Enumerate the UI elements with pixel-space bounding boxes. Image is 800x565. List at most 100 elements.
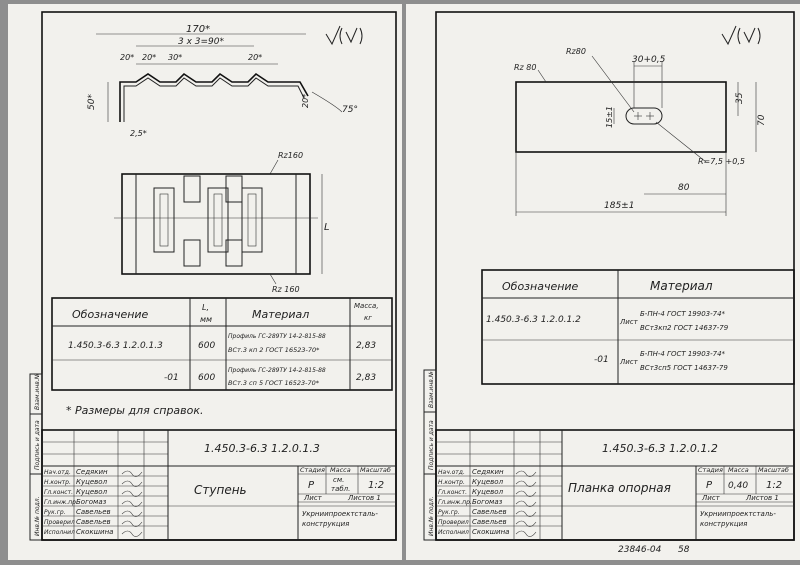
name-r-6: Савельев: [472, 518, 507, 526]
note-reference: * Размеры для справок.: [66, 404, 204, 417]
side-label-inv-r: Инв.№ подл.: [428, 496, 435, 536]
role-r-2: Н.контр.: [438, 479, 465, 486]
dim-35: 35: [735, 92, 745, 104]
role-5: Рук.гр.: [44, 509, 66, 516]
name-7: Скокшина: [76, 528, 113, 536]
roughness-top: Rz160: [278, 151, 303, 160]
role-r-5: Рук.гр.: [438, 509, 460, 516]
roughness-bottom: Rz 160: [272, 285, 300, 294]
stamp-org-2: конструкция: [302, 520, 349, 528]
name-4: Богомаз: [76, 498, 107, 506]
role-r-3: Гл.конст.: [438, 489, 467, 496]
spec-header-mass: Масса,: [354, 302, 379, 310]
name-5: Савельев: [76, 508, 111, 516]
dim-80: 80: [678, 183, 690, 193]
sheet-left-drawing: 170* 3 x 3=90* 20* 20* 30* 20* 50* 20* 7…: [29, 11, 397, 541]
spec-header-l: L,: [202, 303, 209, 312]
role-r-6: Проверил: [438, 519, 469, 526]
plan-view: [114, 173, 318, 275]
spec-row-1-designation: 1.450.3-6.3 1.2.0.1.3: [68, 341, 163, 351]
stamp-scale-r: 1:2: [766, 480, 782, 491]
stamp-title: Ступень: [194, 483, 247, 497]
stamp-code: 1.450.3-6.3 1.2.0.1.3: [204, 442, 320, 455]
spec-r-row-2-mat2: ВСт3сп5 ГОСТ 14637-79: [640, 364, 728, 372]
roughness-slot: Rz80: [566, 47, 586, 56]
side-label-sign-r: Подпись и дата: [428, 420, 435, 470]
sheet-right-drawing: Rz 80 Rz80 30+0,5 35 70 15±1 R=7,5 +0,5 …: [423, 11, 795, 555]
role-1: Нач.отд.: [44, 469, 71, 476]
side-label-replace-r: Взам.инв.№: [428, 371, 435, 408]
signatures-left: [121, 470, 143, 537]
name-3: Куцевол: [76, 488, 108, 496]
spec-header-mass-unit: кг: [364, 314, 372, 322]
spec-row-2-mat2: ВСт.3 сп 5 ГОСТ 16523-70*: [228, 379, 320, 387]
dim-d1: 20*: [120, 53, 134, 62]
spec-header-designation-r: Обозначение: [502, 280, 579, 293]
roughness-plate: Rz 80: [514, 63, 536, 72]
spec-row-1-mat2: ВСт.3 кп 2 ГОСТ 16523-70*: [228, 346, 320, 354]
spec-row-1-l: 600: [198, 341, 215, 351]
dim-thick: 2,5*: [130, 129, 147, 138]
name-6: Савельев: [76, 518, 111, 526]
spec-r-row-1-mat2: ВСт3кп2 ГОСТ 14637-79: [640, 324, 729, 332]
dim-angle: 75°: [342, 105, 358, 115]
stamp-h-mass: Масса: [330, 466, 351, 474]
spec-r-row-1-kind: Лист: [619, 318, 639, 326]
title-block-left: [41, 429, 397, 541]
role-4: Гл.инж.пр.: [44, 499, 78, 506]
name-r-4: Богомаз: [472, 498, 503, 506]
spec-row-2-mass: 2,83: [356, 373, 376, 383]
spec-row-1-mat1: Профиль ГС-289ТУ 14-2-815-88: [228, 333, 326, 340]
spec-r-row-2-mat1: Б-ПН-4 ГОСТ 19903-74*: [640, 350, 726, 358]
stamp-h-mass-r: Масса: [728, 466, 749, 474]
stamp-title-r: Планка опорная: [568, 481, 671, 495]
stamp-org-1: Укрниипроектсталь-: [302, 510, 378, 518]
spec-row-2-l: 600: [198, 373, 215, 383]
name-1: Седякин: [76, 468, 108, 476]
role-2: Н.контр.: [44, 479, 71, 486]
role-3: Гл.конст.: [44, 489, 73, 496]
side-label-sign: Подпись и дата: [34, 420, 41, 470]
dim-70: 70: [757, 114, 767, 126]
stamp-org-2-r: конструкция: [700, 520, 747, 528]
dim-d2: 20*: [142, 53, 156, 62]
role-7: Исполнил: [44, 529, 75, 536]
roughness-mark-icon: [325, 25, 363, 46]
stamp-mass-2: табл.: [331, 485, 350, 493]
dim-side: 20*: [301, 94, 310, 108]
spec-r-row-1-designation: 1.450.3-6.3 1.2.0.1.2: [486, 315, 581, 325]
spec-table-right: [481, 269, 795, 385]
footer-page: 58: [678, 545, 690, 555]
spec-header-material: Материал: [252, 308, 309, 321]
plate-view: [515, 81, 727, 153]
stamp-code-r: 1.450.3-6.3 1.2.0.1.2: [602, 442, 718, 455]
title-block-right: [435, 429, 795, 541]
stamp-stage: Р: [308, 480, 315, 491]
spec-table-left: [51, 297, 393, 391]
dim-width: 185±1: [604, 201, 634, 211]
spec-row-2-designation: -01: [164, 373, 179, 383]
signatures-right: [515, 470, 537, 537]
dim-15: 15±1: [605, 106, 614, 128]
sheet-left: 170* 3 x 3=90* 20* 20* 30* 20* 50* 20* 7…: [8, 4, 402, 560]
dim-d3: 30*: [168, 53, 182, 62]
stamp-h-stage-r: Стадия: [698, 466, 723, 474]
name-2: Куцевол: [76, 478, 108, 486]
role-r-4: Гл.инж.пр.: [438, 499, 472, 506]
dim-d4: 20*: [248, 53, 262, 62]
stamp-sheets: Листов 1: [347, 494, 381, 502]
roughness-mark-icon: [721, 25, 761, 46]
frame-right: [435, 11, 795, 541]
frame-left: [41, 11, 397, 541]
dim-overall: 170*: [186, 24, 210, 35]
name-r-3: Куцевол: [472, 488, 504, 496]
stamp-stage-r: Р: [706, 480, 713, 491]
stamp-sheets-r: Листов 1: [745, 494, 779, 502]
stamp-h-scale: Масштаб: [360, 466, 391, 474]
name-r-5: Савельев: [472, 508, 507, 516]
spec-r-row-2-kind: Лист: [619, 358, 639, 366]
name-r-2: Куцевол: [472, 478, 504, 486]
stamp-h-scale-r: Масштаб: [758, 466, 789, 474]
name-r-1: Седякин: [472, 468, 504, 476]
